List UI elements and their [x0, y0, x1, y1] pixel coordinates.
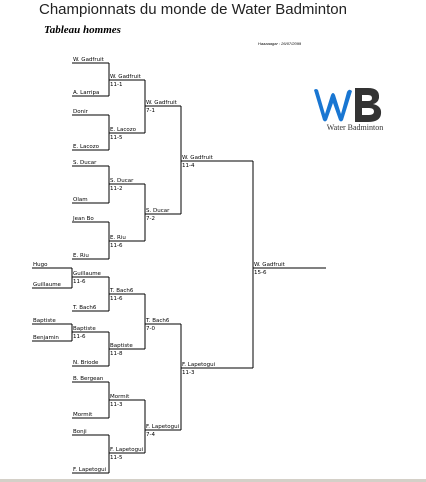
- r1-slot-6-name: Jean Bo: [72, 216, 94, 222]
- r2-slot-5-name: Baptiste: [110, 343, 133, 349]
- r1-slot-8-name: T. Bach6: [72, 305, 97, 311]
- playin-0-winner-name: Guillaume: [73, 271, 102, 277]
- r3-slot-0-name: W. Gadfruit: [146, 100, 178, 106]
- playin-0-winner-score: 11-6: [73, 279, 86, 285]
- r2-slot-0-score: 11-1: [110, 82, 122, 88]
- r1-slot-13-name: Bonji: [73, 429, 87, 435]
- r1-slot-10-name: N. Briode: [73, 360, 99, 366]
- bracket-subtitle: Tableau hommes: [44, 24, 121, 36]
- r1-slot-0-name: W. Gadfruit: [73, 57, 105, 63]
- r2-slot-2-score: 11-2: [110, 186, 122, 192]
- r2-slot-4-name: T. Bach6: [109, 288, 134, 294]
- r3-slot-1-score: 7-2: [146, 216, 155, 222]
- r2-slot-1-score: 11-5: [110, 135, 123, 141]
- r2-slot-4-score: 11-6: [110, 296, 123, 302]
- r3-slot-1-name: S. Ducar: [146, 208, 170, 214]
- r2-slot-2-name: S. Ducar: [110, 178, 134, 184]
- final-slot-name: W. Gadfruit: [254, 262, 286, 268]
- r4-slot-1-score: 11-3: [182, 370, 195, 376]
- r1-slot-12-name: Mormit: [73, 412, 93, 418]
- water-badminton-logo: Water Badminton: [314, 88, 383, 132]
- r3-slot-0-score: 7-1: [146, 108, 155, 114]
- playin-1-p1-name: Baptiste: [33, 318, 56, 324]
- r2-slot-5-score: 11-8: [110, 351, 123, 357]
- r1-slot-3-name: E. Lacozo: [73, 144, 100, 150]
- r1-slot-1-name: A. Larripa: [73, 90, 99, 96]
- r3-slot-2-name: T. Bach6: [145, 318, 170, 324]
- r3-slot-3-name: F. Lapetogui: [146, 424, 180, 430]
- r4-slot-1-name: F. Lapetogui: [182, 362, 216, 368]
- r2-slot-0-name: W. Gadfruit: [110, 74, 142, 80]
- r2-slot-6-name: Mormit: [110, 394, 130, 400]
- bottom-rule: [0, 479, 426, 482]
- playin-1-p2-name: Benjamin: [33, 335, 59, 341]
- r4-slot-0-name: W. Gadfruit: [182, 155, 214, 161]
- r1-slot-14-name: F. Lapetogui: [73, 467, 107, 473]
- logo-text: Water Badminton: [327, 123, 383, 132]
- r2-slot-6-score: 11-3: [110, 402, 123, 408]
- r1-slot-7-name: E. Riu: [73, 253, 89, 259]
- r1-slot-11-name: B. Bergean: [73, 376, 104, 382]
- r3-slot-2-score: 7-0: [146, 326, 155, 332]
- playin-0-p2-name: Guillaume: [33, 282, 62, 288]
- r2-slot-7-score: 11-5: [110, 455, 123, 461]
- r1-slot-2-name: Donir: [73, 109, 89, 115]
- r1-slot-5-name: Olam: [73, 197, 88, 203]
- document-title: Championnats du monde de Water Badminton: [39, 1, 347, 18]
- r2-slot-3-name: E. Riu: [110, 235, 126, 241]
- playin-1-winner-score: 11-6: [73, 334, 86, 340]
- playin-1-winner-name: Baptiste: [73, 326, 96, 332]
- document-date: Haaaaagar : 26/07/2099: [258, 41, 302, 46]
- r2-slot-7-name: F. Lapetogui: [110, 447, 144, 453]
- wb-logo-icon: [314, 88, 382, 122]
- r3-slot-3-score: 7-4: [146, 432, 155, 438]
- r2-slot-3-score: 11-6: [110, 243, 123, 249]
- r2-slot-1-name: E. Lacozo: [110, 127, 137, 133]
- playin-0-p1-name: Hugo: [33, 262, 48, 268]
- r1-slot-4-name: S. Ducar: [73, 160, 97, 166]
- r4-slot-0-score: 11-4: [182, 163, 195, 169]
- final-slot-score: 15-6: [254, 270, 267, 276]
